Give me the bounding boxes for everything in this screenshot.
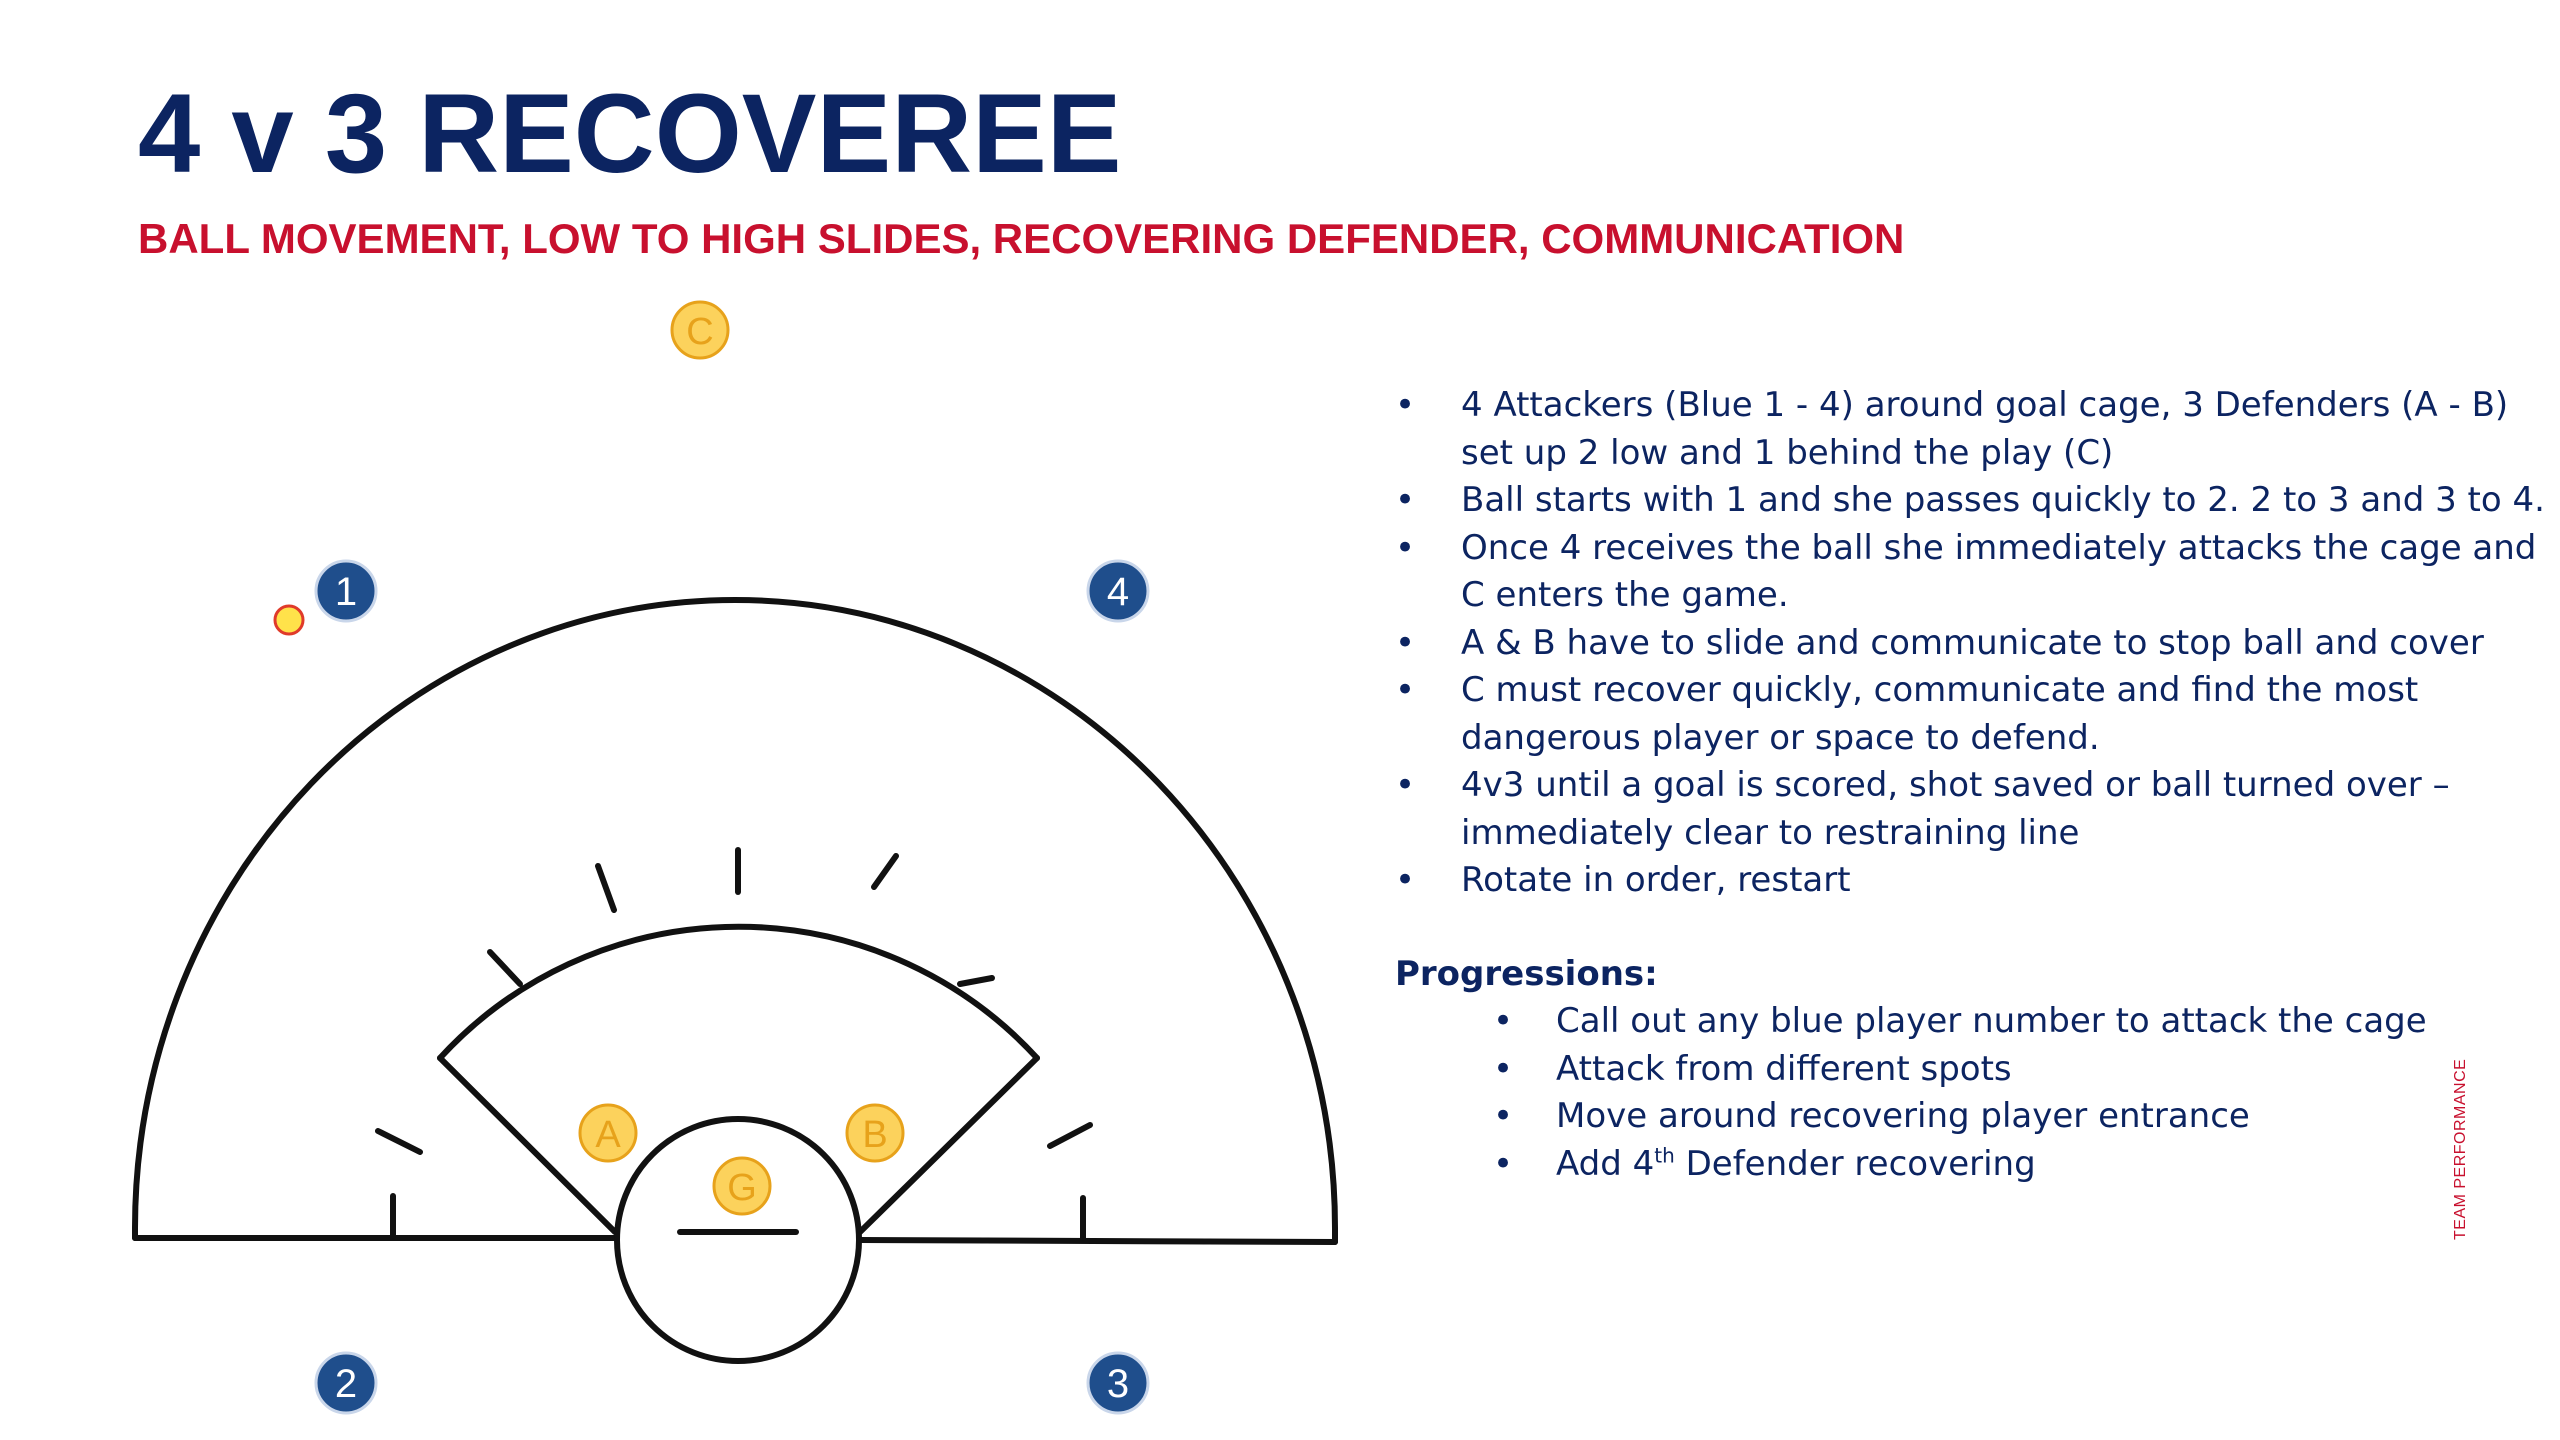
- instruction-item: Once 4 receives the ball she immediately…: [1395, 525, 2555, 620]
- inner-arc: [437, 923, 1040, 1061]
- ball-icon: [273, 604, 305, 636]
- goalie-label: G: [727, 1167, 757, 1209]
- instruction-item: Ball starts with 1 and she passes quickl…: [1395, 477, 2555, 525]
- instruction-item: 4v3 until a goal is scored, shot saved o…: [1395, 762, 2555, 857]
- defender-a: A: [578, 1103, 638, 1163]
- instruction-item: Rotate in order, restart: [1395, 857, 2555, 905]
- attacker-4: 4: [1086, 559, 1150, 623]
- defender-label: B: [862, 1114, 887, 1156]
- attacker-2: 2: [314, 1351, 378, 1415]
- instruction-item: C must recover quickly, communicate and …: [1395, 667, 2555, 762]
- attacker-3: 3: [1086, 1351, 1150, 1415]
- team-performance-watermark: TEAM PERFORMANCE: [2452, 1058, 2469, 1240]
- hash-mark: [1047, 1122, 1093, 1149]
- hash-mark: [595, 863, 617, 913]
- progression-superscript: th: [1654, 1143, 1675, 1168]
- goal-line-right: [857, 1237, 1338, 1245]
- attacker-label: 3: [1107, 1362, 1129, 1406]
- instruction-item: A & B have to slide and communicate to s…: [1395, 620, 2555, 668]
- instruction-list: 4 Attackers (Blue 1 - 4) around goal cag…: [1395, 382, 2555, 905]
- lacrosse-field-diagram: 1 4 2 3 C A B G: [132, 300, 1338, 1415]
- hash-mark: [871, 853, 899, 890]
- attacker-label: 2: [335, 1362, 357, 1406]
- progressions-list: Call out any blue player number to attac…: [1395, 998, 2555, 1188]
- hash-mark: [375, 1128, 423, 1155]
- goalie-g: G: [712, 1156, 772, 1216]
- attacker-1: 1: [314, 559, 378, 623]
- hash-mark: [957, 975, 995, 987]
- drill-notes: 4 Attackers (Blue 1 - 4) around goal cag…: [1395, 382, 2555, 1188]
- defender-b: B: [845, 1103, 905, 1163]
- defender-c: C: [670, 300, 730, 360]
- progression-text: Add 4: [1556, 1143, 1655, 1184]
- inner-arc-side-left: [437, 1055, 618, 1235]
- defender-label: A: [595, 1114, 621, 1156]
- page-title: 4 v 3 RECOVEREE: [138, 71, 1122, 196]
- progression-item: Move around recovering player entrance: [1395, 1093, 2555, 1141]
- hash-mark: [487, 949, 523, 987]
- defender-label: C: [686, 311, 713, 353]
- progressions-heading: Progressions:: [1395, 953, 1658, 994]
- progression-item: Attack from different spots: [1395, 1046, 2555, 1094]
- outer-arc: [132, 597, 1338, 1245]
- inner-arc-side-right: [857, 1055, 1040, 1235]
- instruction-item: 4 Attackers (Blue 1 - 4) around goal cag…: [1395, 382, 2555, 477]
- page-subtitle: BALL MOVEMENT, LOW TO HIGH SLIDES, RECOV…: [138, 215, 1905, 262]
- progression-item: Call out any blue player number to attac…: [1395, 998, 2555, 1046]
- attacker-label: 1: [335, 570, 357, 614]
- attacker-label: 4: [1107, 570, 1129, 614]
- goal-circle: [614, 1116, 862, 1364]
- progression-item: Add 4th Defender recovering: [1395, 1141, 2555, 1189]
- progression-text: Defender recovering: [1674, 1143, 2036, 1184]
